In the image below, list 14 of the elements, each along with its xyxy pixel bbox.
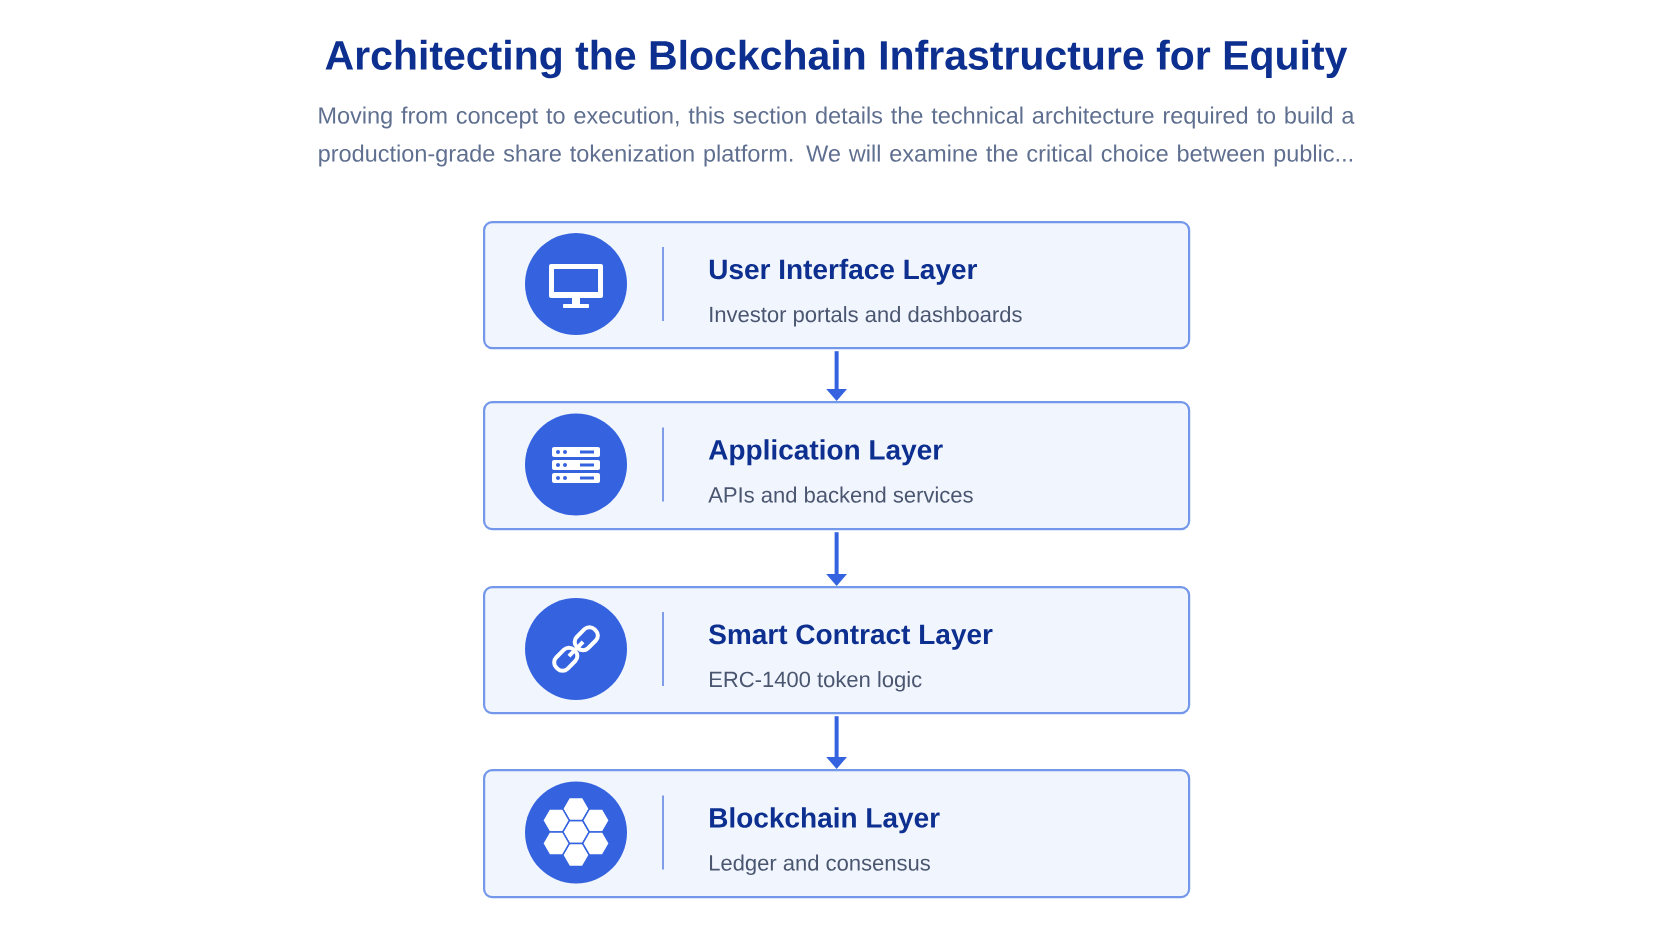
title: Architecting the Blockchain Infrastructure for Equity (325, 39, 1348, 79)
layer-title: User Interface Layer (709, 258, 977, 285)
layer-description: Ledger and consensus (710, 854, 930, 876)
layer-title: Smart Contract Layer (709, 624, 993, 650)
layer-description: ERC-1400 token logic (710, 671, 922, 692)
layer-description: APIs and backend services (708, 486, 973, 503)
layer-title: Blockchain Layer (710, 807, 940, 834)
layer-description: Investor portals and dashboards (710, 306, 1022, 327)
layer-box (483, 586, 1191, 715)
layer-box (483, 769, 1191, 899)
layer-box (483, 221, 1191, 350)
layer-box (483, 401, 1191, 531)
layer-title: Application Layer (708, 439, 943, 466)
subtitle: Moving from concept to execution, this section details the technical architecture required to build a production-grade share tokenization platform. We will examine the critical choice between public... (319, 106, 1355, 167)
